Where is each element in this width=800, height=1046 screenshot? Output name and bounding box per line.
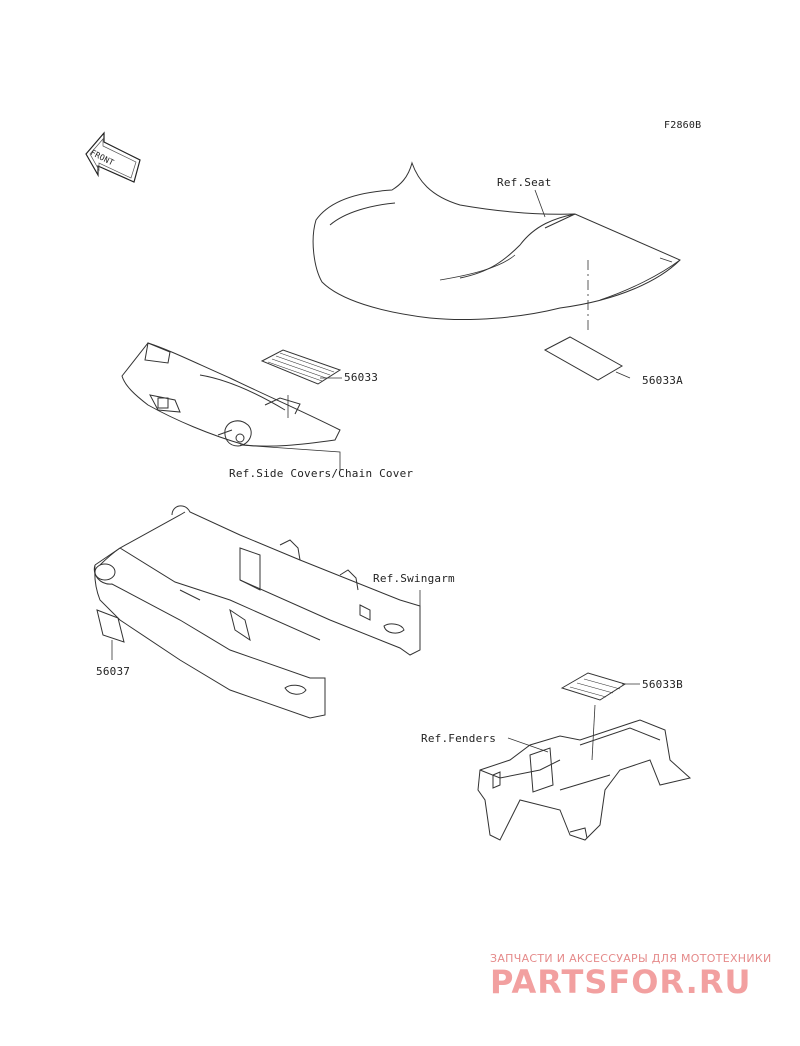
seat-outline: [312, 161, 681, 330]
ref-fenders-label: Ref.Fenders: [421, 732, 497, 745]
watermark-tagline: ЗАПЧАСТИ И АКСЕССУАРЫ ДЛЯ МОТОТЕХНИКИ: [490, 952, 772, 965]
swingarm-outline: [93, 505, 421, 719]
part-56037-label: 56037: [96, 665, 131, 678]
part-56033B-label: 56033B: [642, 678, 683, 691]
part-56033A-label: 56033A: [642, 374, 683, 387]
label-56033A-patch: [543, 336, 631, 381]
label-56033-patch: [260, 349, 342, 385]
label-56033B-patch: [560, 672, 640, 701]
chain-cover-outline: [121, 342, 341, 447]
ref-swingarm-label: Ref.Swingarm: [373, 572, 455, 585]
front-arrow-icon: [85, 131, 141, 183]
part-56033-label: 56033: [344, 371, 379, 384]
ref-side-covers-label: Ref.Side Covers/Chain Cover: [229, 467, 414, 480]
watermark-brand: PARTSFOR.RU: [490, 963, 752, 1001]
ref-seat-label: Ref.Seat: [497, 176, 552, 189]
fender-outline: [477, 704, 692, 841]
label-56037-patch: [96, 609, 125, 660]
diagram-code: F2860B: [664, 120, 702, 131]
